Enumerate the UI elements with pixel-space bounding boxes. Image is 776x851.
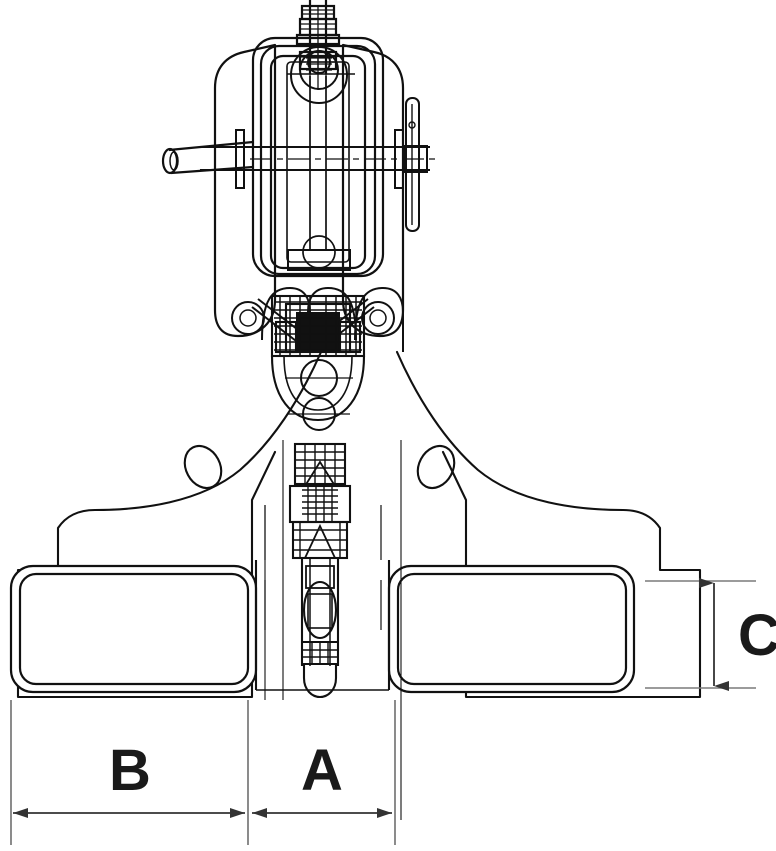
pin-cross-block	[403, 145, 428, 173]
dimension-a: A	[252, 738, 392, 818]
clamp-body	[16, 350, 702, 699]
top-pivot-boss	[287, 46, 355, 104]
linkage-core-hatch	[274, 296, 362, 356]
cradle-centerline	[285, 377, 353, 415]
pivot-circle-large	[290, 46, 348, 104]
spindle-vee-2	[303, 523, 337, 559]
central-spindle	[288, 442, 352, 699]
spindle-ball	[302, 580, 338, 640]
dim-b-label: B	[109, 738, 151, 803]
dim-c-label: C	[738, 603, 776, 668]
spindle-collar-1-hatch	[295, 444, 345, 484]
pivot-circle-small	[307, 50, 331, 74]
right-retaining-pin	[403, 97, 428, 232]
linkage-cradle	[270, 355, 366, 422]
inner-rod	[287, 76, 351, 271]
construction-lines	[264, 440, 402, 820]
spindle-mid-block	[305, 565, 335, 589]
pivot-eye-left	[231, 301, 265, 335]
linkage-arm-left2	[354, 286, 404, 352]
spindle-shaft-inner	[309, 558, 331, 666]
body-outline	[16, 350, 323, 699]
lightening-hole-right	[416, 444, 456, 490]
dimension-b: B	[13, 738, 245, 818]
spindle-lower-hatch	[302, 642, 338, 664]
pin-detent	[408, 121, 416, 129]
center-block	[254, 560, 391, 691]
dimension-c: C	[645, 578, 776, 691]
left-pad-inner	[18, 572, 250, 686]
spindle-collar-2-hatch	[302, 486, 338, 522]
handle-end-bore	[169, 151, 179, 171]
handle-collar-left	[235, 129, 245, 189]
toggle-linkage	[231, 286, 404, 431]
dimension-extension-lines	[10, 700, 396, 845]
housing-shell	[213, 43, 277, 338]
linkage-cradle-inner	[283, 355, 353, 411]
body-outline-right	[395, 350, 702, 699]
lower-rod-block	[287, 249, 351, 271]
spindle-tip	[302, 664, 338, 699]
spindle-collar-3-hatch	[293, 522, 347, 558]
handle-end-cap	[161, 147, 179, 175]
pivot-hatch	[306, 52, 332, 90]
pin-body	[405, 97, 420, 232]
pivot-eye-left-inner	[239, 309, 257, 327]
lower-rod-eye	[302, 235, 336, 269]
pivot-eye-right-inner	[369, 309, 387, 327]
left-handle	[161, 129, 440, 189]
spindle-ball-box	[307, 593, 333, 629]
dim-a-label: A	[301, 738, 343, 803]
spindle-collar-1	[293, 442, 347, 486]
lightening-hole-left	[183, 444, 223, 490]
right-pad-inner	[396, 572, 628, 686]
